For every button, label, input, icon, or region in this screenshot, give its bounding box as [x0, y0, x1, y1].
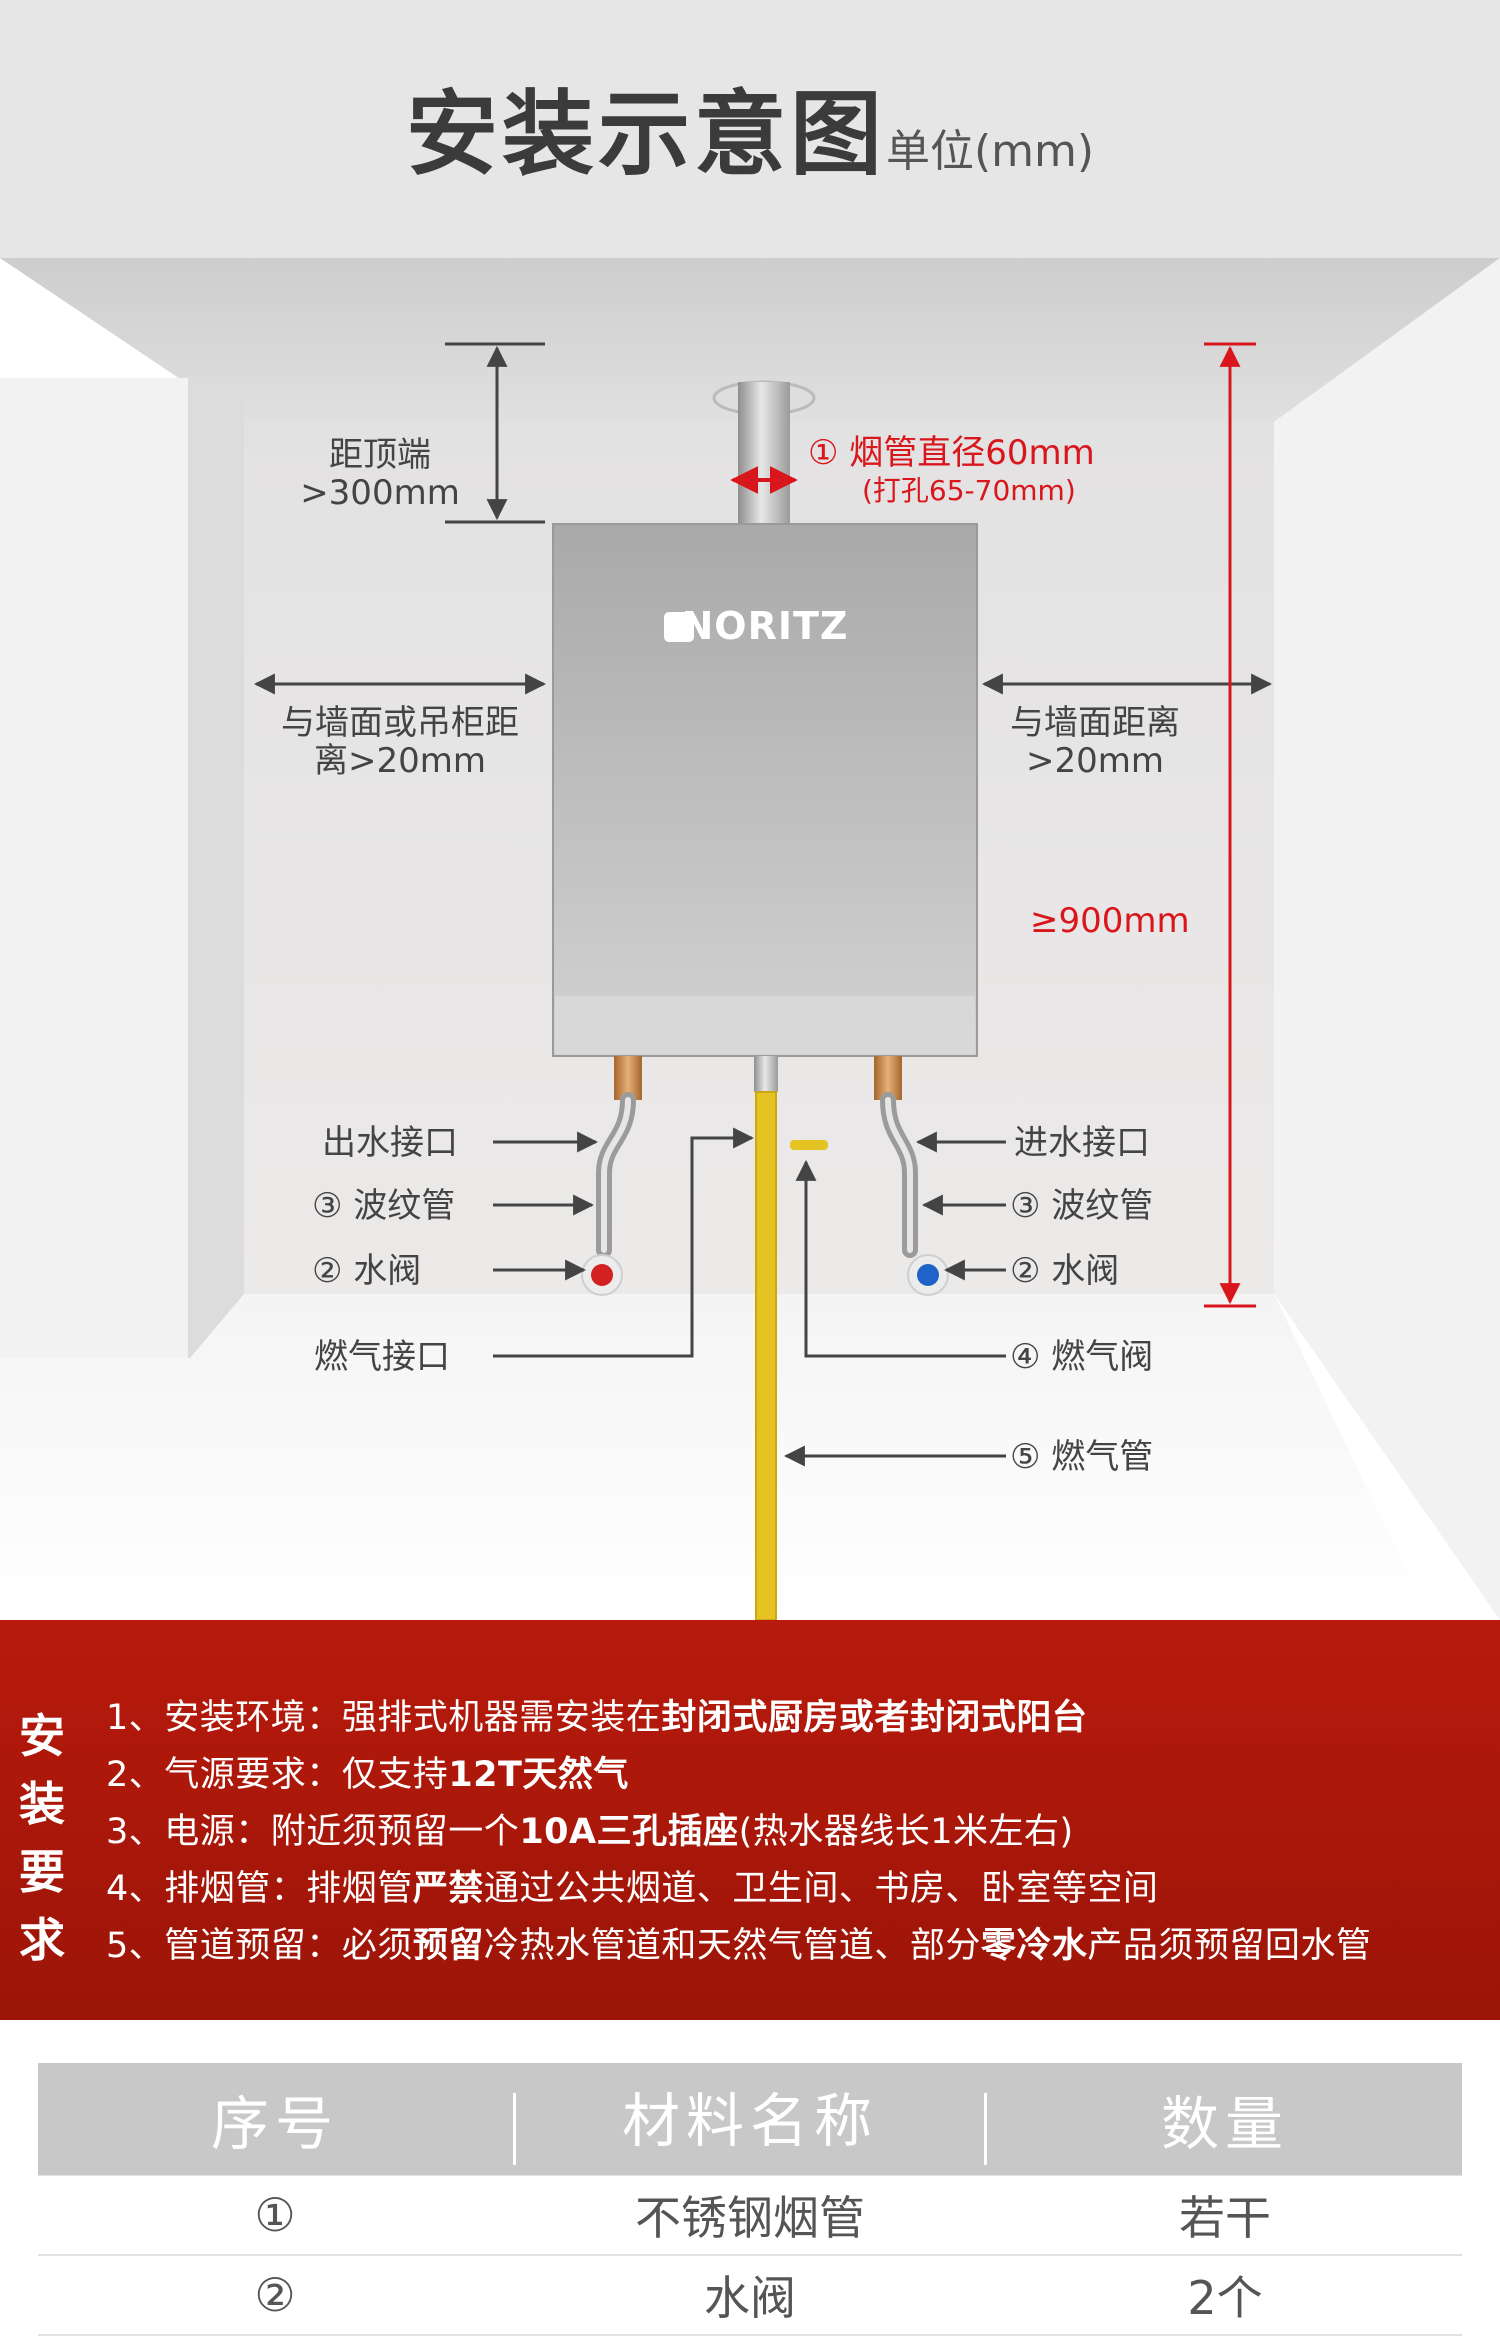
noritz-logo-icon [664, 612, 694, 642]
requirement-label: 气源要求： [164, 1755, 342, 1795]
table-row: ② 水阀 2个 [38, 2255, 1462, 2336]
requirement-label: 排烟管： [164, 1869, 307, 1909]
requirement-item: 4、排烟管：排烟管严禁通过公共烟道、卫生间、书房、卧室等空间 [106, 1861, 1496, 1918]
right-clearance-label: 与墙面距离 >20mm [1010, 703, 1180, 781]
header-quantity: 数量 [987, 2063, 1462, 2176]
materials-table: 序号 材料名称 数量 ① 不锈钢烟管 若干 ② 水阀 2个 [38, 2063, 1462, 2336]
page-title-main: 安装示意图 [405, 81, 886, 188]
left-clearance-label: 与墙面或吊柜距 离>20mm [281, 703, 519, 781]
cell-quantity: 2个 [987, 2255, 1462, 2336]
requirement-text: 附近须预留一个 [270, 1812, 520, 1852]
requirement-text: 10A三孔插座 [519, 1812, 739, 1852]
flue-label: ① 烟管直径60mm (打孔65-70mm) [808, 433, 1095, 507]
requirements-heading: 安 装 要 求 [19, 1709, 65, 1967]
cell-index: ① [38, 2175, 512, 2256]
callout-water-outlet: 出水接口 [322, 1123, 458, 1163]
requirement-text: 排烟管 [306, 1869, 413, 1909]
brand-logo: NORITZ [681, 604, 849, 648]
ceiling [0, 258, 1500, 422]
gas-pipe [755, 1091, 777, 1620]
page-title-unit: 单位(mm) [885, 126, 1095, 177]
requirement-number: 5、 [106, 1926, 165, 1966]
requirement-number: 3、 [106, 1812, 165, 1852]
callout-right-valve: ② 水阀 [1010, 1251, 1120, 1291]
requirement-text: 强排式机器需安装在 [341, 1698, 662, 1738]
left-side-wall [0, 378, 244, 1358]
requirement-item: 3、电源：附近须预留一个10A三孔插座(热水器线长1米左右) [106, 1804, 1496, 1861]
water-heater-body [552, 523, 978, 1057]
requirement-number: 2、 [106, 1755, 165, 1795]
requirement-text: 严禁 [412, 1869, 484, 1909]
callout-water-inlet: 进水接口 [1014, 1123, 1150, 1163]
requirement-text: 零冷水 [980, 1926, 1088, 1966]
requirement-text: 必须 [341, 1926, 413, 1966]
right-side-wall [1274, 258, 1500, 1620]
leader-gas-inlet [493, 1127, 755, 1358]
gas-connector [754, 1056, 778, 1092]
requirement-number: 4、 [106, 1869, 165, 1909]
cell-quantity: 若干 [987, 2175, 1462, 2256]
callout-left-valve: ② 水阀 [312, 1251, 422, 1291]
requirement-text: 通过公共烟道、卫生间、书房、卧室等空间 [483, 1869, 1159, 1909]
requirement-text: 预留 [412, 1926, 484, 1966]
header-material: 材料名称 [512, 2063, 988, 2176]
top-clearance-label: 距顶端 >300mm [300, 435, 460, 513]
leader-gas-valve [795, 1159, 1006, 1358]
cell-material: 不锈钢烟管 [512, 2175, 988, 2256]
requirement-label: 电源： [164, 1812, 271, 1852]
left-wall-edge [188, 378, 244, 1358]
cell-material: 水阀 [512, 2255, 988, 2336]
requirement-text: (热水器线长1米左右) [738, 1812, 1074, 1852]
requirement-item: 1、安装环境：强排式机器需安装在封闭式厨房或者封闭式阳台 [106, 1690, 1496, 1747]
requirement-item: 5、管道预留：必须预留冷热水管道和天然气管道、部分零冷水产品须预留回水管 [106, 1918, 1496, 1975]
cold-valve-knob-icon [917, 1264, 939, 1286]
requirement-text: 仅支持 [341, 1755, 449, 1795]
page-title: 安装示意图单位(mm) [0, 60, 1500, 193]
gas-valve-handle [790, 1140, 828, 1150]
requirement-text: 12T天然气 [448, 1755, 629, 1795]
callout-gas-valve: ④ 燃气阀 [1010, 1337, 1154, 1377]
floor [0, 1294, 1430, 1620]
callout-right-corrugated: ③ 波纹管 [1010, 1186, 1154, 1226]
requirement-label: 安装环境： [164, 1698, 342, 1738]
callout-left-corrugated: ③ 波纹管 [312, 1186, 456, 1226]
callout-gas-pipe: ⑤ 燃气管 [1010, 1437, 1154, 1477]
water-heater-bottom-panel [555, 996, 975, 1054]
requirements-band [0, 1620, 1500, 2020]
callout-gas-inlet: 燃气接口 [314, 1337, 450, 1377]
header-index: 序号 [38, 2063, 512, 2176]
installation-diagram [0, 258, 1500, 1620]
requirement-number: 1、 [106, 1698, 165, 1738]
requirement-text: 冷热水管道和天然气管道、部分 [483, 1926, 981, 1966]
requirement-text: 封闭式厨房或者封闭式阳台 [661, 1698, 1088, 1738]
requirement-text: 产品须预留回水管 [1087, 1926, 1372, 1966]
table-row: ① 不锈钢烟管 若干 [38, 2175, 1462, 2256]
hot-valve-knob-icon [591, 1264, 613, 1286]
requirement-item: 2、气源要求：仅支持12T天然气 [106, 1747, 1496, 1804]
requirement-label: 管道预留： [164, 1926, 342, 1966]
title-band [0, 0, 1500, 258]
cell-index: ② [38, 2255, 512, 2336]
height-clearance-label: ≥900mm [1030, 901, 1190, 941]
table-header-row: 序号 材料名称 数量 [38, 2063, 1462, 2176]
